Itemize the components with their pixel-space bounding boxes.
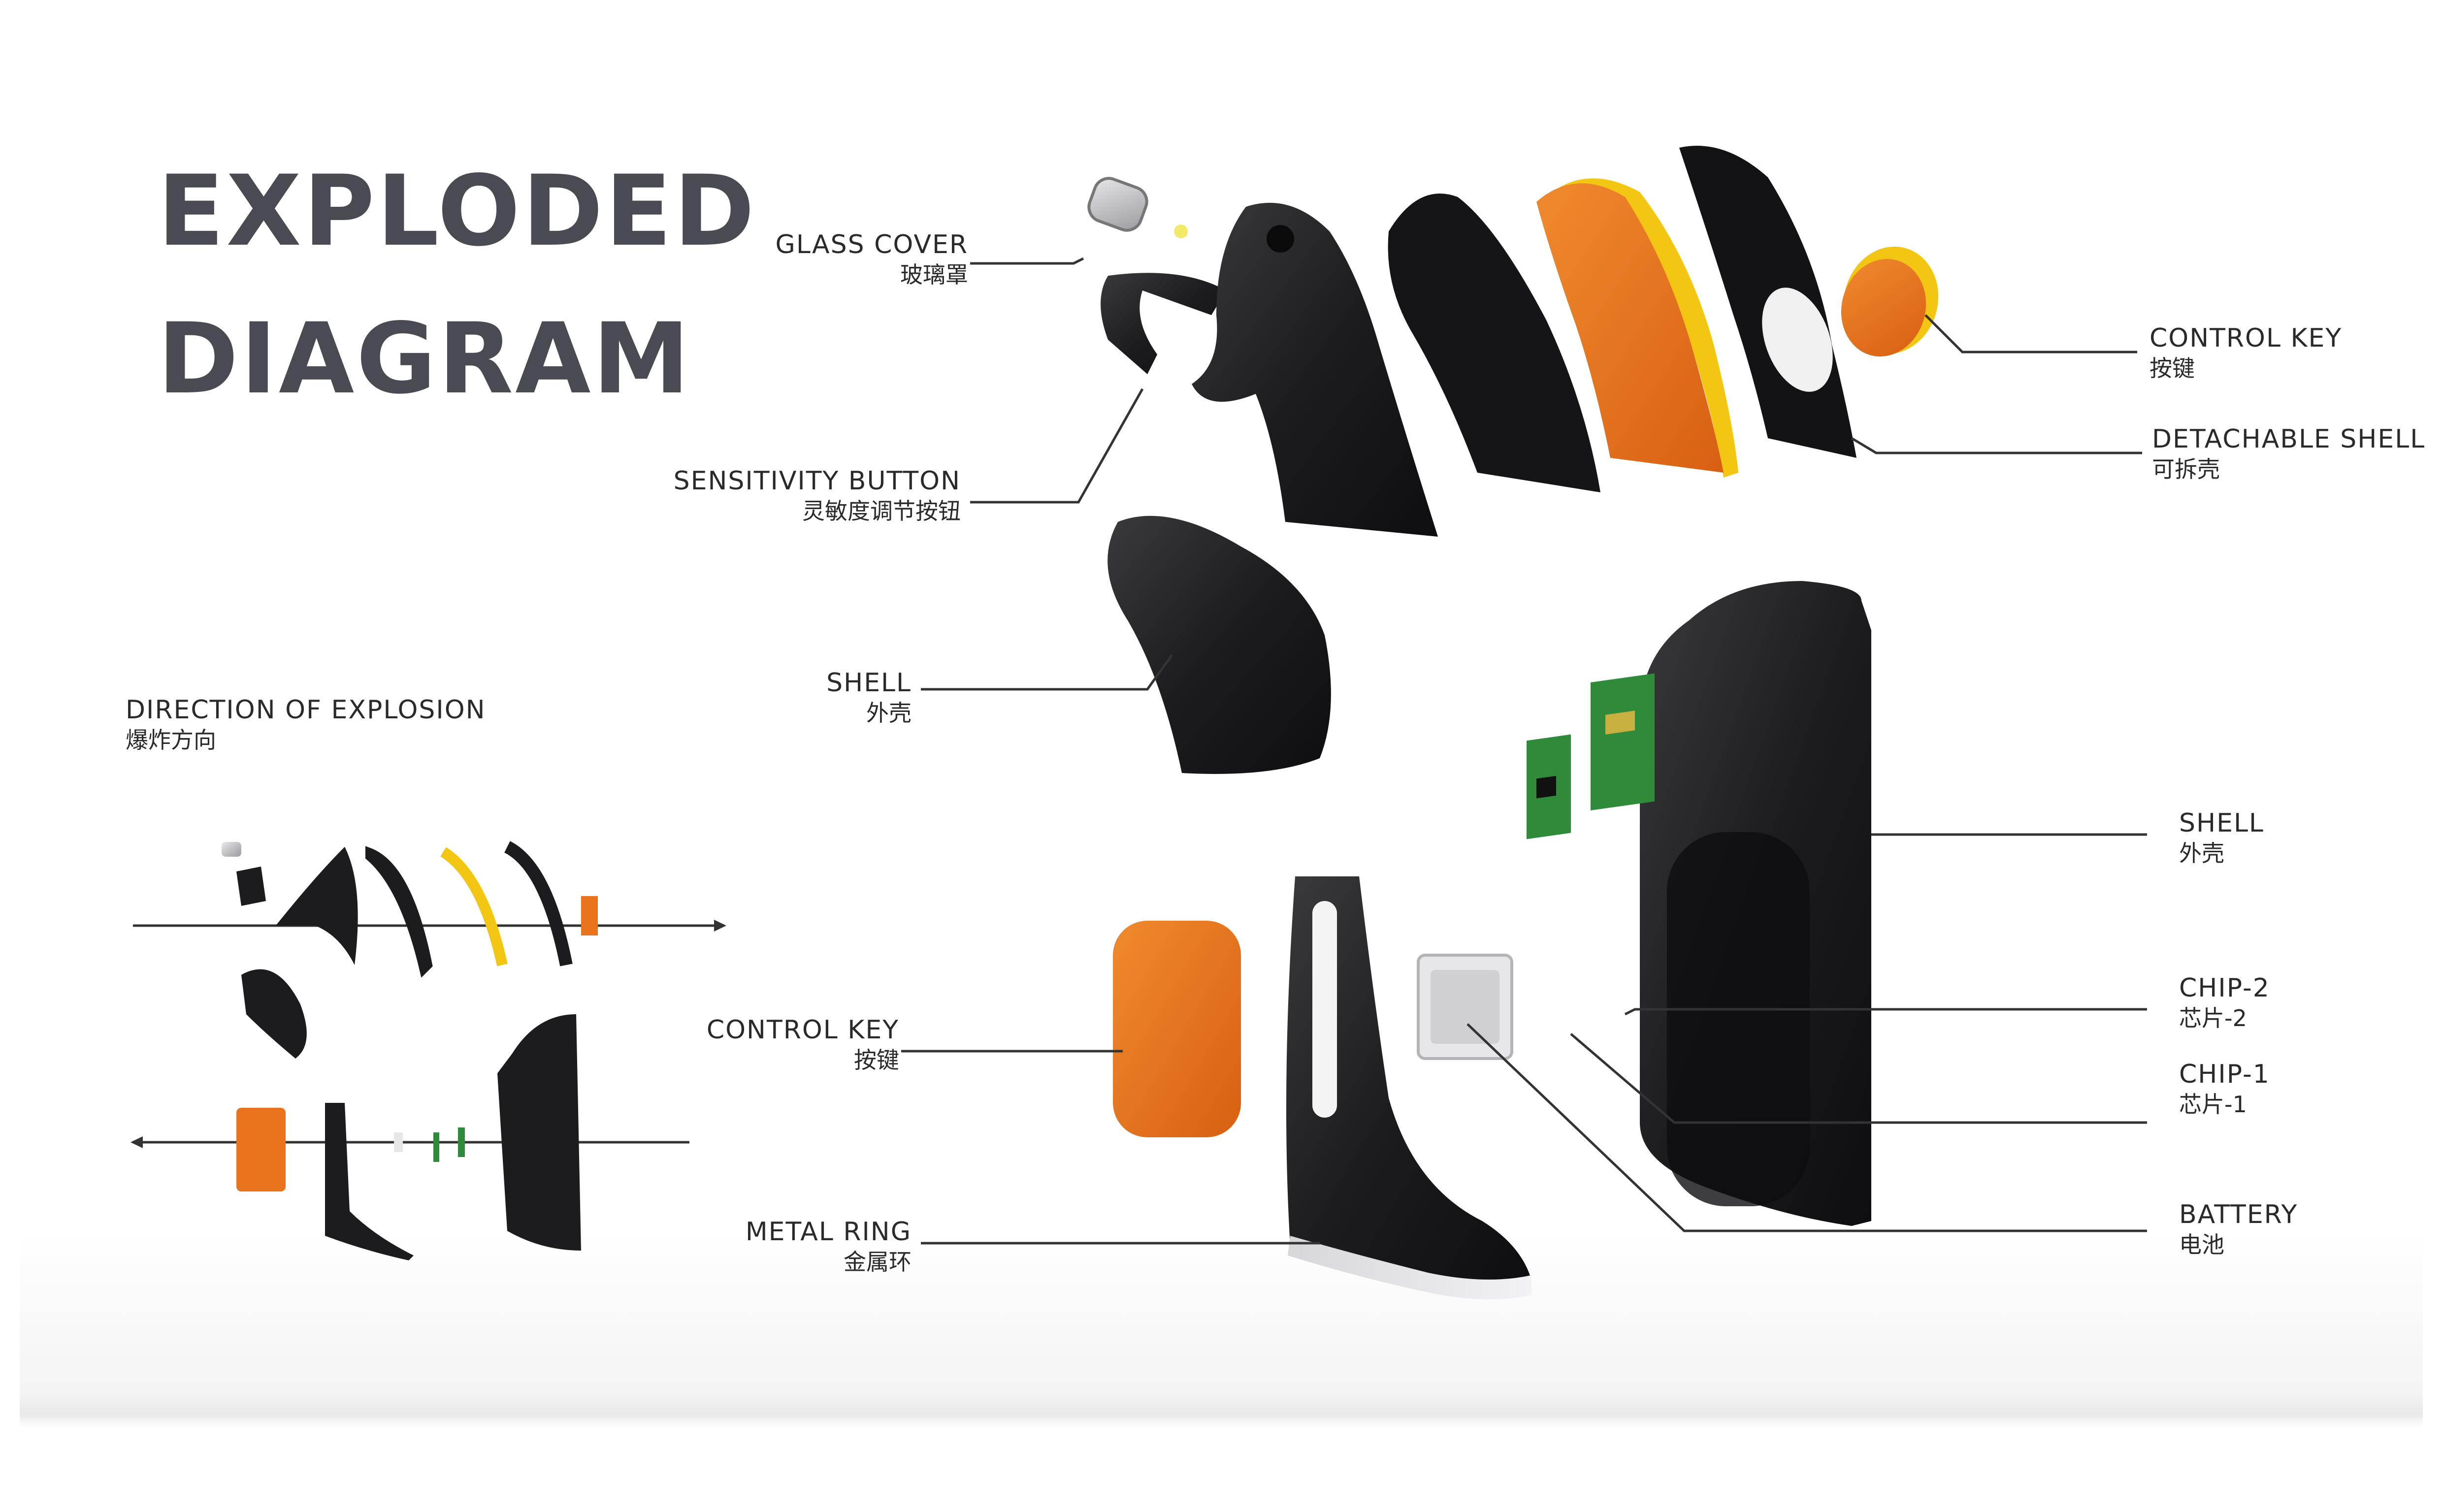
- detachable-shell-label: DETACHABLE SHELL 可拆壳: [2152, 423, 2425, 484]
- direction-of-explosion-label: DIRECTION OF EXPLOSION 爆炸方向: [126, 694, 486, 755]
- metal-ring-label: METAL RING 金属环: [746, 1216, 912, 1277]
- leader-lines: [901, 257, 2147, 1245]
- mini-axis-bottom-arrowhead: [130, 1136, 143, 1148]
- chip-1-en: CHIP-1: [2179, 1060, 2270, 1089]
- battery-zh: 电池: [2179, 1231, 2224, 1258]
- glass-cover-part: [1087, 177, 1188, 238]
- nose-shell-hole: [1267, 225, 1294, 253]
- leader-detachable-shell: [1851, 437, 2142, 454]
- control-key-top-label: CONTROL KEY 按键: [2150, 322, 2342, 383]
- control-key-bottom-part: [1113, 921, 1241, 1137]
- detachable-shell-en: DETACHABLE SHELL: [2152, 424, 2426, 454]
- shell-top-en: SHELL: [826, 668, 912, 698]
- battery-part: [1417, 954, 1513, 1060]
- metal-ring-en: METAL RING: [745, 1217, 912, 1247]
- shell-body-zh: 外壳: [2179, 840, 2224, 867]
- mini-axis-top-arrowhead: [714, 920, 726, 932]
- background-floor: [20, 1231, 2423, 1428]
- title-line-2: DIAGRAM: [158, 302, 692, 416]
- metal-ring-band: [1288, 1236, 1531, 1299]
- title-line-1: EXPLODED: [158, 154, 757, 268]
- sensitivity-button-en: SENSITIVITY BUTTON: [673, 466, 961, 496]
- sensitivity-button-zh: 灵敏度调节按钮: [802, 498, 961, 524]
- glass-cover-en: GLASS COVER: [775, 230, 968, 259]
- glass-cover-zh: 玻璃罩: [900, 261, 968, 288]
- metal-ring-slot: [1312, 901, 1337, 1118]
- chip-2-part: [1591, 673, 1655, 811]
- glass-cover-label: GLASS COVER 玻璃罩: [776, 229, 968, 290]
- sensitivity-button-label: SENSITIVITY BUTTON 灵敏度调节按钮: [674, 465, 961, 526]
- direction-zh: 爆炸方向: [126, 727, 216, 753]
- mini-explosion-diagram: [130, 841, 726, 1260]
- control-key-top-part: [1841, 246, 1939, 357]
- metal-ring-part: [1286, 876, 1531, 1287]
- chip-1-part: [1527, 734, 1571, 839]
- leader-control-key-top: [1924, 314, 2137, 354]
- body-shell-window: [1667, 832, 1810, 1206]
- leader-sensitivity-button: [970, 388, 1144, 504]
- shell-top-label: SHELL 外壳: [826, 667, 912, 728]
- control-key-bottom-label: CONTROL KEY 按键: [707, 1014, 899, 1075]
- black-wedge-part: [1388, 193, 1600, 492]
- chip-1-zh: 芯片-1: [2179, 1091, 2247, 1118]
- battery-label: BATTERY 电池: [2179, 1199, 2298, 1259]
- chip-2-en: CHIP-2: [2179, 973, 2270, 1003]
- metal-ring-zh: 金属环: [844, 1249, 912, 1275]
- leader-glass-cover: [970, 257, 1084, 265]
- leader-battery: [1466, 1023, 2147, 1232]
- chip-2-zh: 芯片-2: [2179, 1005, 2247, 1031]
- orange-wedge-yellow-edge: [1546, 178, 1738, 478]
- shell-top-zh: 外壳: [866, 700, 912, 726]
- nose-shell-part: [1192, 202, 1438, 537]
- direction-en: DIRECTION OF EXPLOSION: [126, 695, 486, 725]
- control-key-top-en: CONTROL KEY: [2150, 323, 2343, 353]
- chip-1-label: CHIP-1 芯片-1: [2179, 1059, 2270, 1119]
- battery-en: BATTERY: [2179, 1200, 2298, 1229]
- leader-chip-1: [1570, 1033, 2147, 1124]
- orange-wedge-part: [1536, 183, 1724, 473]
- detachable-shell-opening: [1762, 288, 1833, 392]
- detachable-shell-zh: 可拆壳: [2152, 456, 2220, 483]
- lower-shell-part: [1107, 515, 1331, 774]
- leader-shell-top: [921, 654, 1173, 691]
- control-key-top-zh: 按键: [2150, 355, 2195, 382]
- leader-chip-2: [1624, 1008, 2147, 1016]
- shell-body-en: SHELL: [2179, 808, 2264, 838]
- shell-body-label: SHELL 外壳: [2179, 807, 2264, 868]
- control-key-bottom-zh: 按键: [854, 1047, 899, 1073]
- sensitivity-button-part: [1101, 273, 1226, 374]
- chip-2-label: CHIP-2 芯片-2: [2179, 972, 2270, 1033]
- control-key-bottom-en: CONTROL KEY: [706, 1015, 899, 1045]
